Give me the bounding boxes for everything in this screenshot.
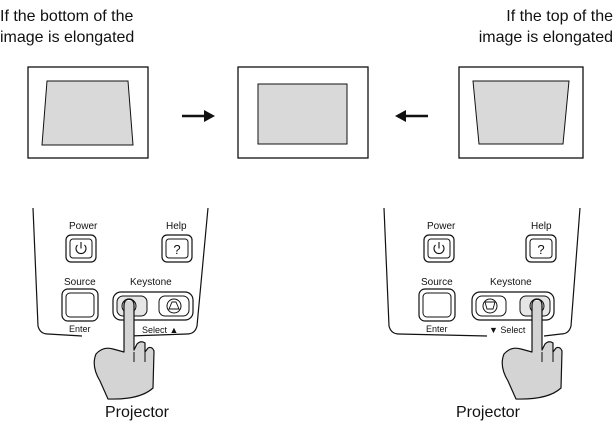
corrected-image bbox=[257, 83, 348, 145]
projector-label-left: Projector bbox=[104, 404, 170, 421]
arrow-right-icon bbox=[182, 110, 215, 122]
keystone-up-icon bbox=[168, 301, 180, 310]
keystone-label: Keystone bbox=[490, 277, 532, 288]
caption-line: If the bottom of the bbox=[0, 8, 134, 25]
projector-label-right: Projector bbox=[455, 404, 521, 421]
power-icon bbox=[433, 242, 445, 255]
caption-bottom-elongated: If the bottom of the image is elongated bbox=[0, 6, 190, 48]
power-label: Power bbox=[427, 221, 456, 232]
screen-bottom-elongated bbox=[27, 66, 149, 159]
keystone-image-wide-top bbox=[472, 80, 570, 145]
source-enter-button[interactable] bbox=[418, 288, 456, 322]
screen-top-elongated bbox=[458, 66, 584, 159]
help-label: Help bbox=[166, 221, 187, 232]
keystone-label: Keystone bbox=[130, 277, 172, 288]
source-label: Source bbox=[64, 277, 96, 288]
caption-line: image is elongated bbox=[478, 29, 613, 46]
source-label: Source bbox=[421, 277, 453, 288]
control-panel-right: Power Help ? Source Enter Keystone bbox=[383, 207, 581, 400]
power-label: Power bbox=[69, 221, 98, 232]
help-button[interactable]: ? bbox=[525, 234, 557, 263]
source-enter-button[interactable] bbox=[61, 288, 99, 322]
select-label: ▼ Select bbox=[489, 325, 526, 335]
control-panel-left: Power Help ? Source Enter Keystone bbox=[32, 207, 209, 400]
caption-line: image is elongated bbox=[0, 29, 135, 46]
enter-label: Enter bbox=[69, 324, 91, 334]
help-symbol: ? bbox=[173, 242, 180, 257]
help-button[interactable]: ? bbox=[161, 234, 193, 263]
enter-label: Enter bbox=[426, 324, 448, 334]
help-label: Help bbox=[531, 221, 552, 232]
power-button[interactable] bbox=[423, 234, 455, 263]
arrow-left-icon bbox=[395, 110, 428, 122]
keystone-down-button[interactable] bbox=[475, 295, 507, 317]
screen-corrected bbox=[237, 66, 369, 159]
power-icon bbox=[75, 242, 87, 255]
keystone-image-wide-bottom bbox=[41, 80, 134, 146]
caption-line: If the top of the bbox=[506, 8, 613, 25]
power-button[interactable] bbox=[65, 234, 97, 263]
help-symbol: ? bbox=[537, 242, 544, 257]
finger-pointer-icon bbox=[93, 298, 155, 400]
finger-pointer-icon bbox=[501, 298, 563, 400]
select-label: Select ▲ bbox=[142, 325, 178, 335]
keystone-down-icon bbox=[484, 301, 496, 310]
caption-top-elongated: If the top of the image is elongated bbox=[423, 6, 613, 48]
keystone-up-button[interactable] bbox=[158, 295, 190, 317]
